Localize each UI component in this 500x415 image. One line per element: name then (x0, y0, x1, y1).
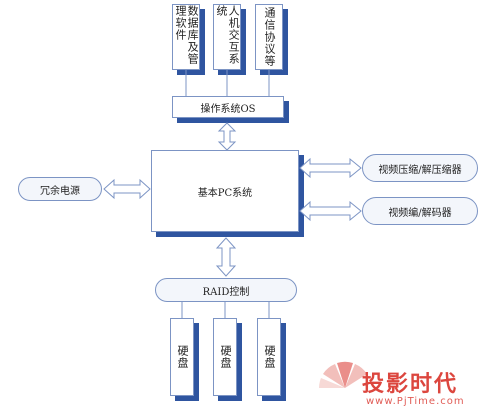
pc-label: 基本PC系统 (197, 187, 253, 199)
video-codec-box: 视频编/解码器 (362, 197, 478, 225)
arrow-os-pc (217, 122, 237, 151)
arrow-power-pc (103, 178, 151, 200)
raid-box: RAID控制 (155, 278, 297, 302)
comm-protocol-box: 通信协议等 (255, 4, 283, 70)
watermark-url: www.PjTime.com (366, 396, 465, 407)
raid-label: RAID控制 (202, 286, 250, 298)
video-compress-box: 视频压缩/解压缩器 (362, 154, 478, 182)
hci-system-box: 人机交互系统 (213, 4, 241, 70)
disk-1-box: 硬盘 (170, 318, 194, 396)
video-codec-label: 视频编/解码器 (388, 207, 452, 219)
pc-box: 基本PC系统 (151, 150, 299, 232)
disk-2-box: 硬盘 (213, 318, 237, 396)
database-management-box: 数据库及管理软件 (172, 4, 200, 70)
pjtime-logo-icon (319, 361, 367, 388)
watermark-brand: 投影时代 (362, 372, 459, 397)
video-compress-label: 视频压缩/解压缩器 (378, 164, 462, 176)
arrow-pc-raid (215, 237, 237, 277)
arrow-pc-video-compress (299, 157, 362, 179)
os-box: 操作系统OS (172, 96, 284, 118)
power-label: 冗余电源 (40, 185, 80, 197)
arrow-pc-video-codec (299, 200, 362, 222)
power-box: 冗余电源 (18, 177, 102, 201)
disk-3-box: 硬盘 (257, 318, 281, 396)
os-label: 操作系统OS (200, 103, 256, 115)
